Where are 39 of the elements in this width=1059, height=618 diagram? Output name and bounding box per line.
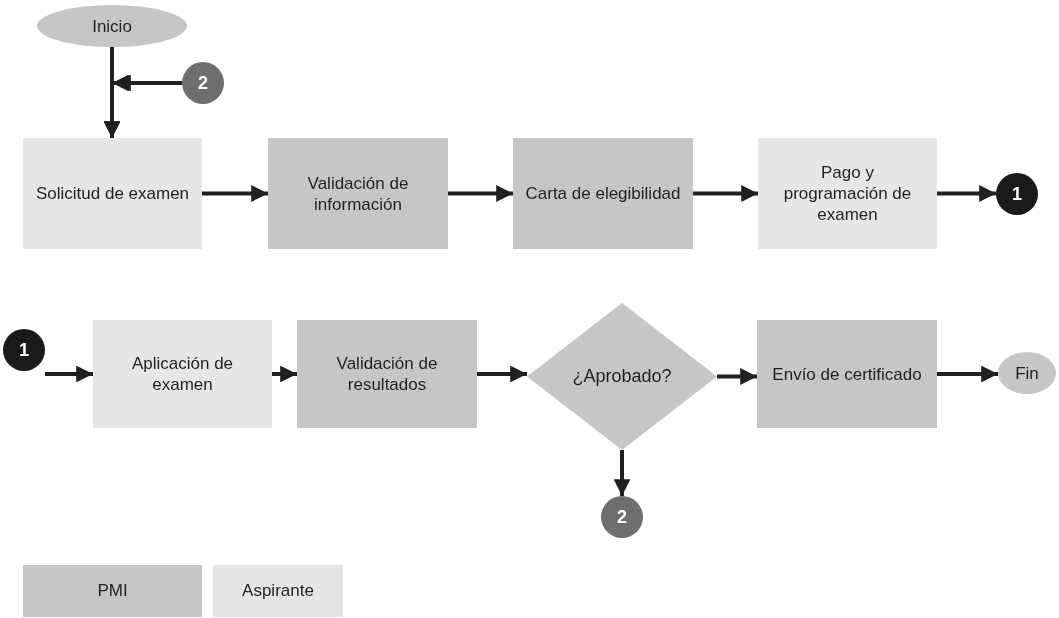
arrow (477, 365, 527, 383)
arrow (717, 368, 757, 385)
arrow (202, 185, 268, 202)
arrow (693, 185, 758, 202)
node-label: Validación de información (306, 172, 410, 215)
legend-label: PMI (97, 581, 128, 601)
node-label: Inicio (92, 15, 132, 37)
legend-label: Aspirante (242, 581, 314, 601)
arrow (272, 365, 297, 383)
node-label: Aplicación de examen (130, 353, 235, 395)
process-box (513, 138, 693, 249)
node-label: Fin (1015, 362, 1039, 384)
connector-number: 2 (198, 72, 208, 94)
arrow (104, 75, 182, 138)
process-box (758, 138, 937, 249)
connector-circle (601, 496, 643, 538)
connector-number: 2 (617, 506, 627, 528)
node-label: Pago y programación de examen (782, 162, 913, 225)
node-label: Validación de resultados (335, 353, 439, 395)
arrow (937, 185, 996, 202)
arrow (45, 365, 93, 383)
connector-number: 1 (19, 339, 29, 361)
decision-diamond (527, 303, 717, 450)
connector-circle (3, 329, 45, 371)
node-label: Envío de certificado (772, 363, 922, 385)
process-box (297, 320, 477, 428)
process-box (23, 138, 202, 249)
node-label: Carta de elegibilidad (525, 183, 681, 204)
process-box (757, 320, 937, 428)
connector-circle (996, 173, 1038, 215)
connector-number: 1 (1012, 183, 1022, 205)
process-box (268, 138, 448, 249)
arrow (613, 450, 631, 496)
arrow (448, 185, 513, 202)
node-label: Solicitud de examen (35, 183, 190, 204)
connector-circle (182, 62, 224, 104)
process-box (93, 320, 272, 428)
arrow (937, 365, 998, 383)
node-label: ¿Aprobado? (572, 366, 672, 387)
